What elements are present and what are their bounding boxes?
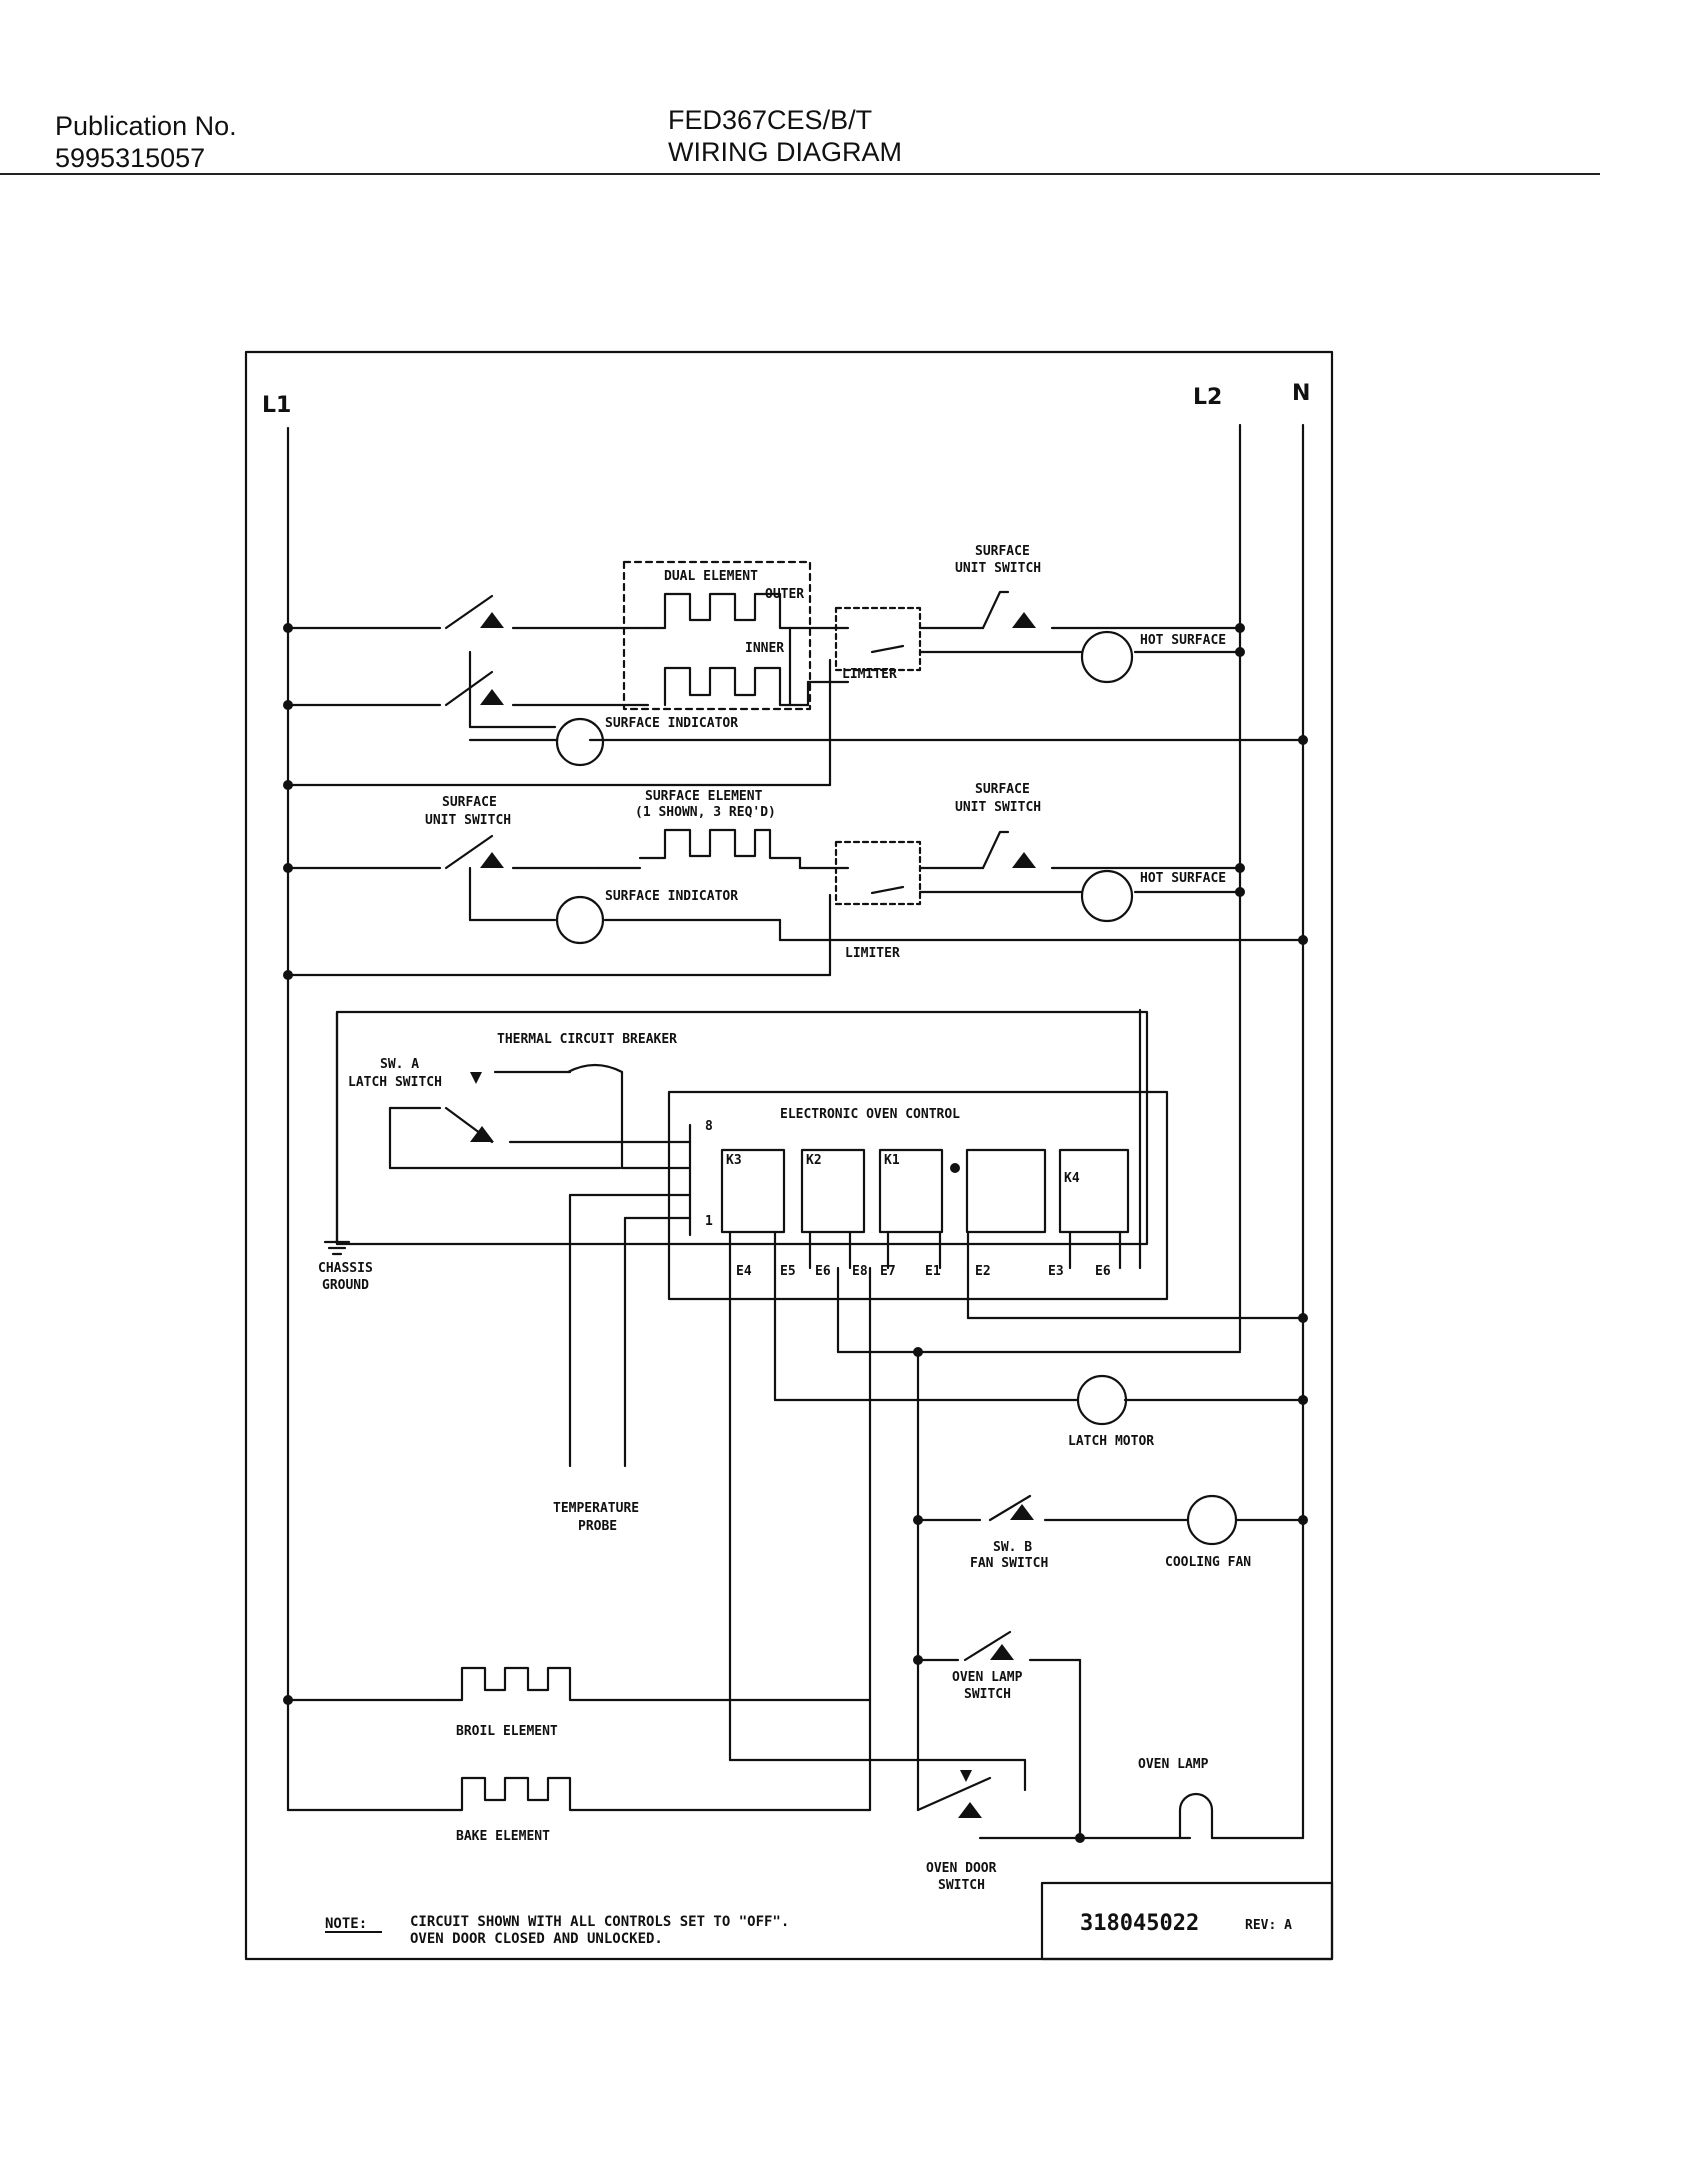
oven-lamp-switch-label-2: SWITCH	[964, 1687, 1011, 1702]
sw-a-label-2: LATCH SWITCH	[348, 1075, 442, 1090]
k3-label: K3	[726, 1153, 742, 1168]
cooling-fan-label: COOLING FAN	[1165, 1555, 1251, 1570]
oven-lamp-label: OVEN LAMP	[1138, 1757, 1209, 1772]
bus-n-label: N	[1292, 381, 1310, 406]
temp-probe-label-1: TEMPERATURE	[553, 1501, 639, 1516]
publication-label: Publication No.	[55, 111, 237, 141]
surface-unit-switch-left-2: UNIT SWITCH	[425, 813, 511, 828]
e4-label: E4	[736, 1264, 752, 1279]
surface-indicator-2	[555, 895, 605, 945]
chassis-label-1: CHASSIS	[318, 1261, 373, 1276]
transformer	[965, 1148, 1047, 1234]
pin-8-label: 8	[705, 1119, 713, 1134]
inner-label: INNER	[745, 641, 784, 656]
note-line-1: CIRCUIT SHOWN WITH ALL CONTROLS SET TO "…	[410, 1914, 789, 1930]
relay-k3	[720, 1148, 786, 1234]
title-block	[1040, 1881, 1334, 1961]
oven-door-switch-label-2: SWITCH	[938, 1878, 985, 1893]
surface-indicator-1	[555, 717, 605, 767]
oven-control-outline	[335, 1010, 1149, 1246]
pin-1-label: 1	[705, 1214, 713, 1229]
outer-label: OUTER	[765, 587, 804, 602]
e6b-label: E6	[1095, 1264, 1111, 1279]
model-number: FED367CES/B/T	[668, 105, 873, 135]
latch-motor	[1076, 1374, 1128, 1426]
limiter-2-box	[834, 840, 922, 906]
hot-surface-1-label: HOT SURFACE	[1140, 633, 1226, 648]
diagram-title: WIRING DIAGRAM	[668, 137, 902, 167]
e1-label: E1	[925, 1264, 941, 1279]
limiter-1-box	[834, 606, 922, 672]
surface-unit-switch-right-1: SURFACE	[975, 782, 1030, 797]
oven-door-switch-label-1: OVEN DOOR	[926, 1861, 997, 1876]
surface-indicator-2-label: SURFACE INDICATOR	[605, 889, 738, 904]
surface-element-label-2: (1 SHOWN, 3 REQ'D)	[635, 805, 776, 820]
hot-surface-2-label: HOT SURFACE	[1140, 871, 1226, 886]
cooling-fan	[1186, 1494, 1238, 1546]
surface-unit-switch-left-1: SURFACE	[442, 795, 497, 810]
relay-k4	[1058, 1148, 1130, 1234]
surface-element-label-1: SURFACE ELEMENT	[645, 789, 763, 804]
bus-l1-label: L1	[262, 393, 291, 418]
relay-k2	[800, 1148, 866, 1234]
bake-element	[438, 1776, 872, 1812]
oven-lamp	[1178, 1792, 1214, 1840]
e7-label: E7	[880, 1264, 896, 1279]
latch-motor-label: LATCH MOTOR	[1068, 1434, 1154, 1449]
relay-k1	[878, 1148, 944, 1234]
sw-b-label-1: SW. B	[993, 1540, 1032, 1555]
surface-unit-switch-top-1: SURFACE	[975, 544, 1030, 559]
chassis-label-2: GROUND	[322, 1278, 369, 1293]
broil-element	[438, 1666, 872, 1702]
diagram-frame	[244, 350, 1334, 1961]
surface-unit-switch-top-2: UNIT SWITCH	[955, 561, 1041, 576]
k4-label: K4	[1064, 1171, 1080, 1186]
k1-label: K1	[884, 1153, 900, 1168]
e2-label: E2	[975, 1264, 991, 1279]
oven-lamp-switch-label-1: OVEN LAMP	[952, 1670, 1023, 1685]
bake-element-label: BAKE ELEMENT	[456, 1829, 550, 1844]
surface-unit-switch-right-2: UNIT SWITCH	[955, 800, 1041, 815]
e5-label: E5	[780, 1264, 796, 1279]
e3-label: E3	[1048, 1264, 1064, 1279]
dual-element-inner	[663, 626, 792, 707]
dual-element-box	[622, 560, 812, 711]
hot-surface-2	[1080, 869, 1134, 923]
junctions	[283, 612, 1308, 1843]
e8-label: E8	[852, 1264, 868, 1279]
broil-element-label: BROIL ELEMENT	[456, 1724, 558, 1739]
hot-surface-1	[1080, 630, 1134, 684]
note-label: NOTE:	[325, 1916, 367, 1932]
limiter-1-label: LIMITER	[842, 667, 897, 682]
note-line-2: OVEN DOOR CLOSED AND UNLOCKED.	[410, 1931, 663, 1947]
header-rule	[0, 173, 1600, 175]
eoc-label: ELECTRONIC OVEN CONTROL	[780, 1107, 960, 1122]
publication-number: 5995315057	[55, 143, 206, 173]
surface-element	[638, 828, 792, 860]
dual-element-label: DUAL ELEMENT	[664, 569, 758, 584]
document-number: 318045022	[1080, 1911, 1199, 1936]
sw-b-label-2: FAN SWITCH	[970, 1556, 1048, 1571]
bus-l2-label: L2	[1193, 385, 1222, 410]
dual-element-outer	[646, 592, 792, 630]
limiter-2-label: LIMITER	[845, 946, 900, 961]
e6-label: E6	[815, 1264, 831, 1279]
sw-a-label-1: SW. A	[380, 1057, 419, 1072]
surface-indicator-1-label: SURFACE INDICATOR	[605, 716, 738, 731]
revision: REV: A	[1245, 1918, 1292, 1933]
thermal-breaker-label: THERMAL CIRCUIT BREAKER	[497, 1032, 677, 1047]
k2-label: K2	[806, 1153, 822, 1168]
temp-probe-label-2: PROBE	[578, 1519, 617, 1534]
